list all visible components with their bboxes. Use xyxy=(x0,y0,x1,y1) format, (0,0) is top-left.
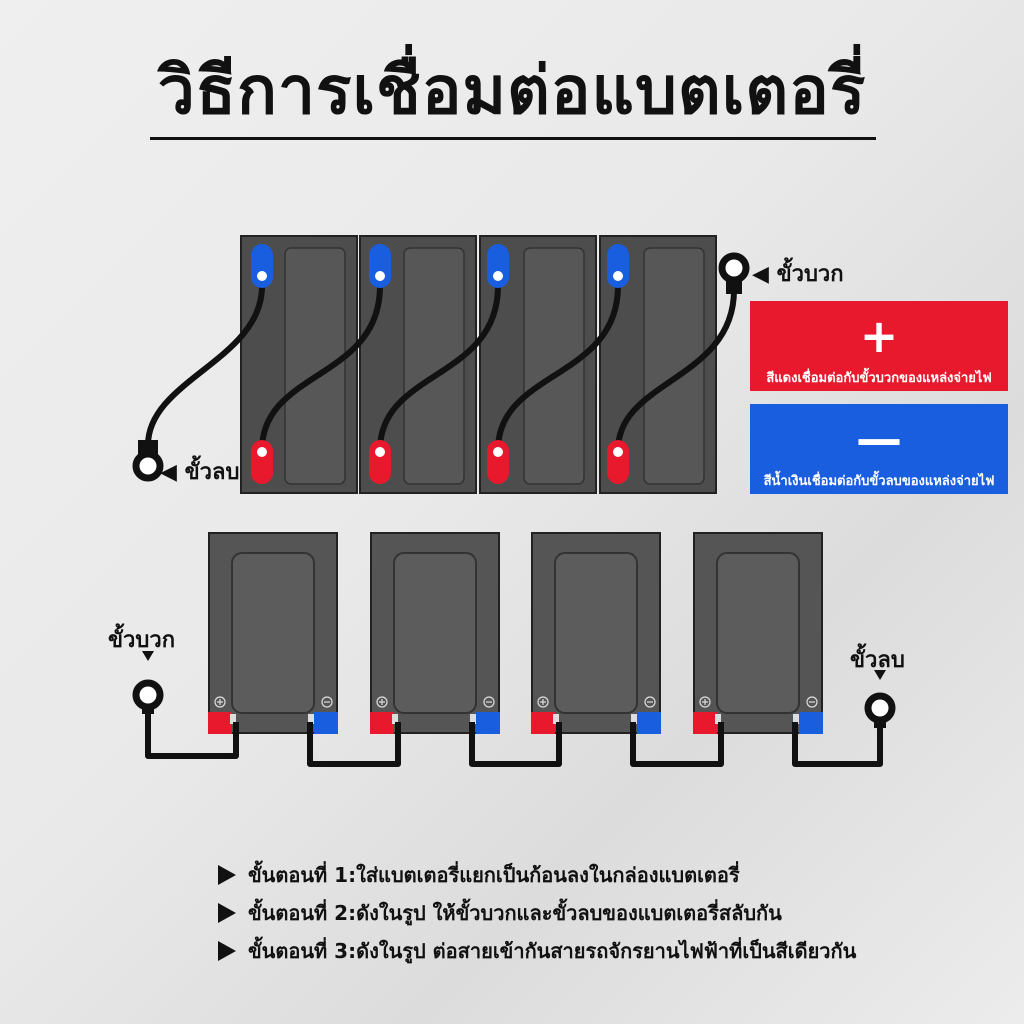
instruction-steps: ขั้นตอนที่ 1:ใส่แบตเตอรี่แยกเป็นก้อนลงใน… xyxy=(218,856,856,970)
legend-positive-text: สีแดงเชื่อมต่อกับขั้วบวกของแหล่งจ่ายไฟ xyxy=(766,371,992,386)
bottom-negative-label: ขั้วลบ xyxy=(850,648,905,673)
top-negative-lug xyxy=(132,440,164,482)
top-positive-label: ◀ ขั้วบวก xyxy=(752,262,844,287)
page-title: วิธีการเชื่อมต่อแบตเตอรี่ xyxy=(157,52,867,129)
step-text: ขั้นตอนที่ 1:ใส่แบตเตอรี่แยกเป็นก้อนลงใน… xyxy=(248,863,740,887)
legend-negative: — สีน้ำเงินเชื่อมต่อกับขั้วลบของแหล่งจ่า… xyxy=(750,404,1008,494)
play-arrow-icon xyxy=(218,903,236,923)
step-text: ขั้นตอนที่ 3:ดังในรูป ต่อสายเข้ากันสายรถ… xyxy=(248,939,857,963)
top-negative-label: ◀ ขั้วลบ xyxy=(160,460,240,485)
top-positive-lug xyxy=(718,252,750,294)
step-item: ขั้นตอนที่ 3:ดังในรูป ต่อสายเข้ากันสายรถ… xyxy=(218,932,856,970)
bottom-wires xyxy=(145,708,883,767)
plus-icon: + xyxy=(859,309,899,363)
top-positive-terminals xyxy=(251,440,629,484)
step-item: ขั้นตอนที่ 1:ใส่แบตเตอรี่แยกเป็นก้อนลงใน… xyxy=(218,856,856,894)
legend-negative-text: สีน้ำเงินเชื่อมต่อกับขั้วลบของแหล่งจ่ายไ… xyxy=(763,474,995,489)
top-negative-terminals xyxy=(251,244,629,288)
title-divider xyxy=(150,137,876,140)
bottom-battery-2 xyxy=(370,532,500,734)
top-wires xyxy=(145,283,737,453)
bottom-positive-label: ขั้วบวก xyxy=(108,628,176,653)
minus-icon: — xyxy=(856,412,902,466)
bottom-positive-lug xyxy=(132,679,164,714)
terminal-markings xyxy=(214,696,818,708)
bottom-battery-3 xyxy=(531,532,661,734)
bottom-negative-lug xyxy=(864,692,896,728)
bottom-battery-1 xyxy=(208,532,338,734)
bottom-terminals xyxy=(208,712,823,734)
bottom-battery-4 xyxy=(693,532,823,734)
step-item: ขั้นตอนที่ 2:ดังในรูป ให้ขั้วบวกและขั้วล… xyxy=(218,894,856,932)
step-text: ขั้นตอนที่ 2:ดังในรูป ให้ขั้วบวกและขั้วล… xyxy=(248,901,782,925)
arrow-down-icon xyxy=(874,670,886,680)
bottom-battery-group xyxy=(132,532,896,767)
play-arrow-icon xyxy=(218,865,236,885)
top-battery-group xyxy=(132,235,750,494)
arrow-down-icon xyxy=(142,651,154,661)
play-arrow-icon xyxy=(218,941,236,961)
legend-positive: + สีแดงเชื่อมต่อกับขั้วบวกของแหล่งจ่ายไฟ xyxy=(750,301,1008,391)
